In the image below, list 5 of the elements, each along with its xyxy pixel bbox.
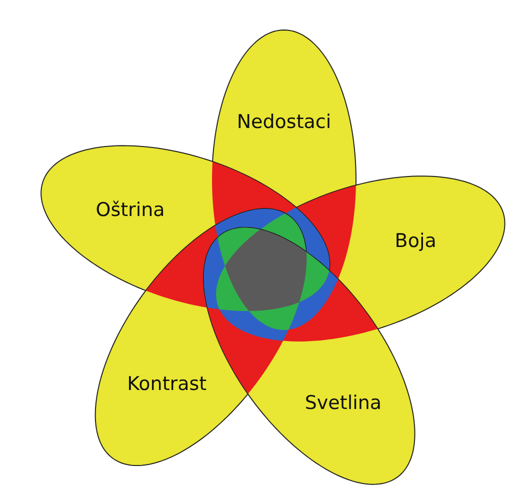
set-label: Kontrast	[127, 372, 207, 395]
set-label: Svetlina	[304, 392, 382, 414]
set-label: Boja	[394, 230, 436, 252]
set-label: Nedostaci	[236, 111, 332, 133]
set-label: Oštrina	[96, 199, 165, 222]
